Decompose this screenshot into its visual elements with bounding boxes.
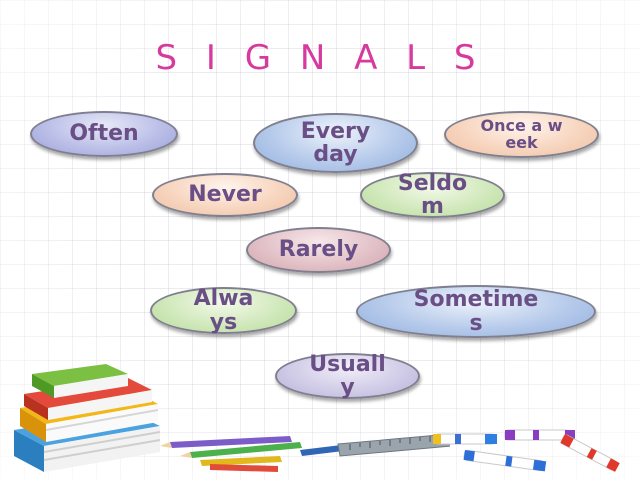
bubble-rarely: Rarely [246,227,391,273]
bubble-once-a-week: Once a week [444,111,599,158]
page-title: S I G N A L S [155,38,485,78]
stack-of-books-icon [14,364,161,472]
pencils-and-ruler-icon [160,433,450,472]
bubble-usually: Usually [275,353,420,399]
bubble-every-day: Every day [253,113,418,173]
bubble-never: Never [152,173,298,217]
markers-icon [433,429,620,472]
bubble-often: Often [30,111,178,157]
bubble-seldom: Seldom [360,172,505,218]
bubble-always: Always [150,287,297,334]
bubble-sometimes: Sometimes [356,285,596,338]
